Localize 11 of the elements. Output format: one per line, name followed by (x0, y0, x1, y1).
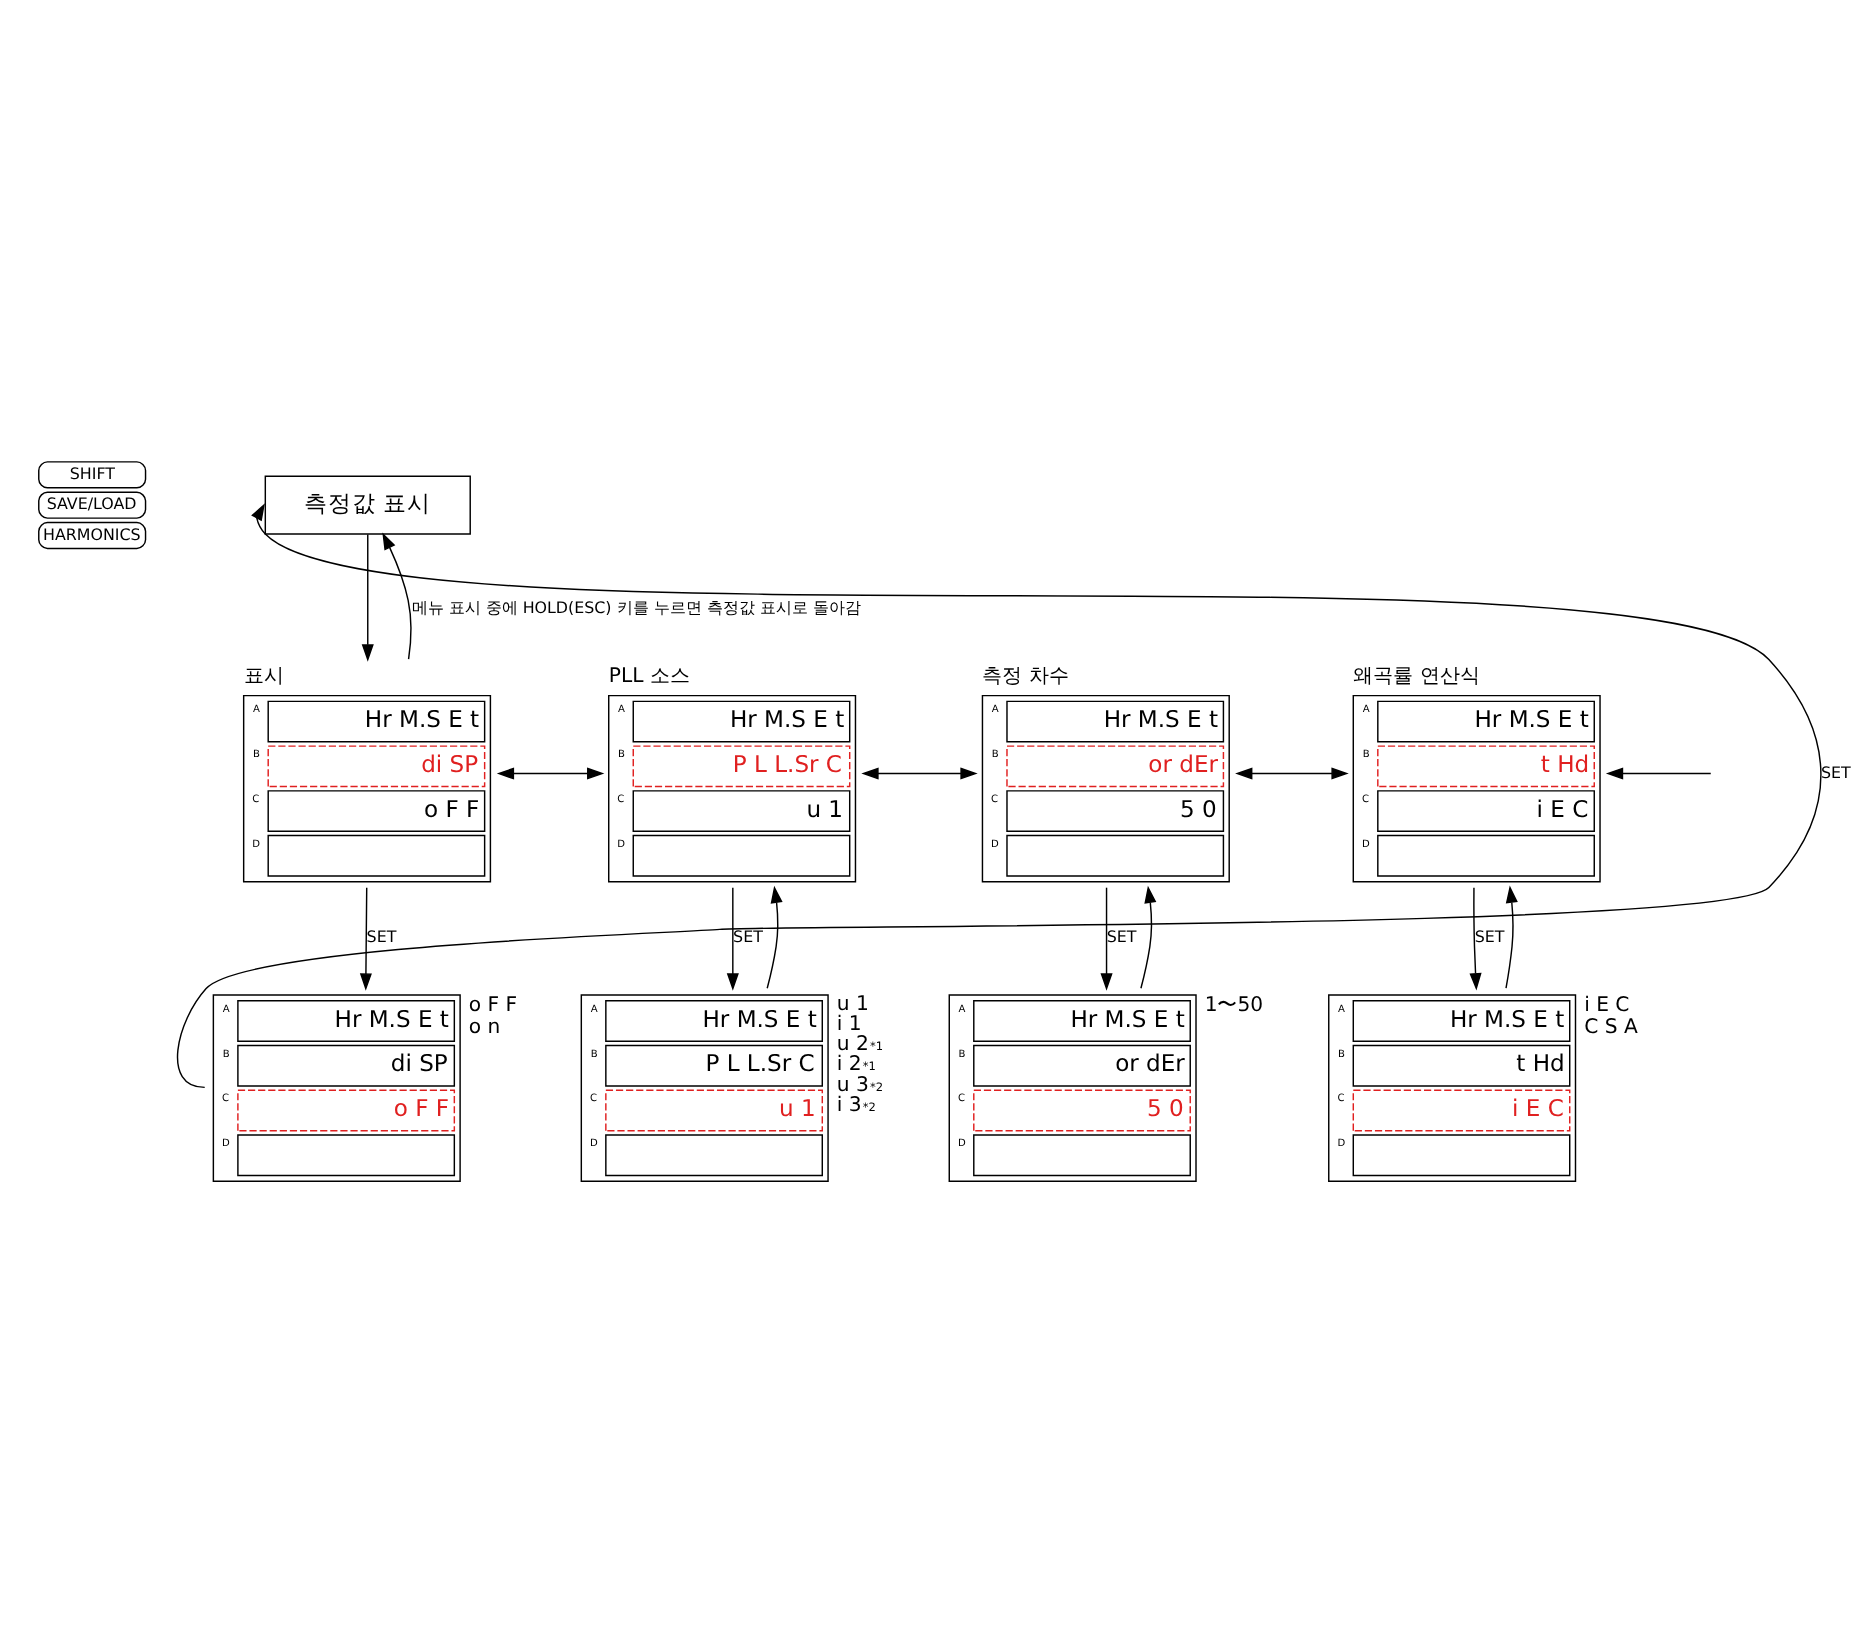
node-label: o n (468, 1016, 501, 1039)
node-label: i 1 (836, 1013, 862, 1036)
node-label: u 1 (836, 993, 869, 1016)
node-label: 표시 (243, 665, 284, 688)
node-label: PLL 소스 (608, 665, 690, 688)
node-label: i E C (1584, 995, 1630, 1018)
node-label: 측정 차수 (982, 665, 1069, 688)
node-label: C S A (1584, 1016, 1638, 1039)
node-label: 1〜50 (1204, 995, 1264, 1018)
node-label: o F F (468, 995, 518, 1018)
node-label: 왜곡률 연산식 (1353, 665, 1480, 688)
